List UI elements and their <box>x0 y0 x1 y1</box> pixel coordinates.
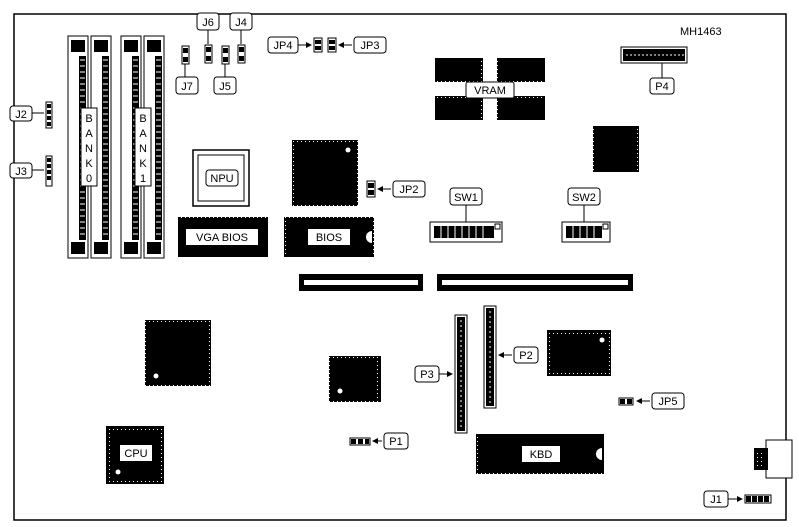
bank0-label: B A N K 0 <box>80 107 98 187</box>
jumper-jp3: JP3 <box>327 36 387 54</box>
npu-socket: NPU <box>192 149 250 207</box>
connector-p3: P3 <box>414 314 468 434</box>
svg-text:CPU: CPU <box>124 448 147 460</box>
bank1-label: B A N K 1 <box>134 107 152 187</box>
svg-text:K: K <box>139 158 147 170</box>
svg-text:A: A <box>85 128 93 140</box>
jumper-jp2: JP2 <box>366 180 426 198</box>
jumper-j5: J5 <box>213 45 237 95</box>
svg-text:P2: P2 <box>519 350 532 362</box>
chip-square-right <box>593 126 639 172</box>
svg-text:P4: P4 <box>655 81 668 93</box>
jumper-j3: J3 <box>9 155 53 187</box>
svg-text:KBD: KBD <box>530 449 553 461</box>
chip-center-lower <box>329 356 381 402</box>
vram-chips: VRAM <box>435 58 545 120</box>
kbd-chip: KBD <box>476 434 604 474</box>
dip-switch-sw1: SW1 <box>429 187 503 243</box>
jumper-j6: J6 <box>196 12 220 64</box>
svg-text:J6: J6 <box>202 17 214 29</box>
connector-p1: P1 <box>349 432 409 450</box>
jumper-j1: J1 <box>703 490 772 508</box>
bios-chip: BIOS <box>284 217 374 257</box>
chip-plcc-right <box>547 330 611 376</box>
jumper-j7: J7 <box>175 45 199 95</box>
svg-text:J2: J2 <box>15 109 27 121</box>
chip-plcc-left <box>145 320 211 386</box>
simm-slot-4 <box>143 35 165 259</box>
svg-text:P3: P3 <box>420 369 433 381</box>
svg-text:J5: J5 <box>219 81 231 93</box>
svg-text:J7: J7 <box>181 81 193 93</box>
svg-text:BIOS: BIOS <box>316 232 342 244</box>
expansion-slot-left <box>299 274 423 291</box>
jumper-jp4: JP4 <box>267 36 323 54</box>
vga-bios-chip: VGA BIOS <box>178 217 268 257</box>
svg-text:P1: P1 <box>389 436 402 448</box>
svg-text:JP4: JP4 <box>274 40 293 52</box>
svg-text:JP2: JP2 <box>400 184 419 196</box>
model-code: MH1463 <box>680 26 722 38</box>
svg-text:JP3: JP3 <box>361 40 380 52</box>
connector-p4: P4 <box>620 46 688 95</box>
svg-text:NPU: NPU <box>210 173 233 185</box>
expansion-slot-right <box>437 274 633 291</box>
svg-text:VRAM: VRAM <box>474 85 506 97</box>
svg-text:J4: J4 <box>235 17 247 29</box>
svg-text:A: A <box>139 128 147 140</box>
svg-text:JP5: JP5 <box>659 396 678 408</box>
jumper-j4: J4 <box>229 12 253 64</box>
svg-text:N: N <box>85 143 93 155</box>
svg-text:SW2: SW2 <box>572 192 596 204</box>
svg-text:SW1: SW1 <box>454 192 478 204</box>
svg-text:0: 0 <box>86 173 92 185</box>
svg-text:B: B <box>139 113 146 125</box>
svg-text:K: K <box>85 158 93 170</box>
jumper-jp5: JP5 <box>618 392 685 410</box>
svg-text:B: B <box>85 113 92 125</box>
connector-p2: P2 <box>483 305 539 409</box>
svg-text:N: N <box>139 143 147 155</box>
keyboard-connector <box>754 439 793 479</box>
svg-text:J1: J1 <box>710 494 722 506</box>
svg-text:VGA BIOS: VGA BIOS <box>196 232 248 244</box>
svg-text:J3: J3 <box>15 166 27 178</box>
dip-switch-sw2: SW2 <box>561 187 611 243</box>
jumper-j2: J2 <box>9 101 53 129</box>
chip-plcc-center <box>292 140 358 206</box>
svg-text:1: 1 <box>140 173 146 185</box>
board-outline <box>13 13 787 521</box>
cpu-chip: CPU <box>106 426 164 484</box>
